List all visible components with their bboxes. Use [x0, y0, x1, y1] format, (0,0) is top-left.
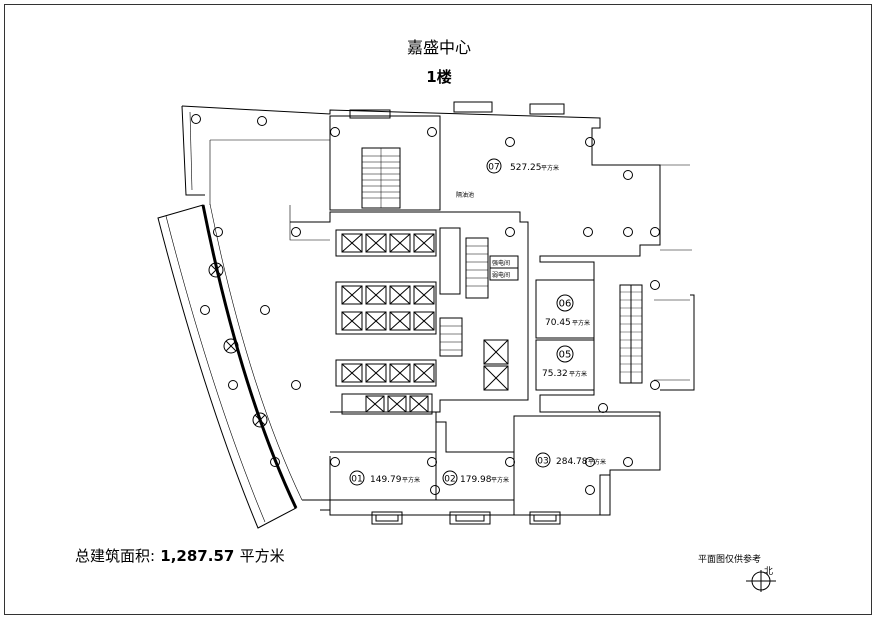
plan-disclaimer: 平面图仅供参考 — [698, 555, 762, 565]
weak-power-label: 弱电间 — [492, 271, 510, 279]
unit-07-number-circle — [486, 158, 502, 174]
structural-columns — [191, 114, 660, 495]
unit-03-unit: 平方米 — [588, 458, 606, 466]
unit-05-unit: 平方米 — [569, 370, 587, 378]
unit-03-number: 03 — [537, 457, 548, 467]
unit-06-area: 70.45 — [545, 318, 571, 328]
central-core — [290, 211, 529, 413]
elevator-bank-3 — [335, 359, 437, 387]
north-arrow-icon — [746, 570, 776, 592]
unit-02-outline — [436, 421, 515, 501]
elevator-bank-4 — [341, 393, 433, 415]
unit-02-number: 02 — [444, 475, 455, 485]
unit-02-unit: 平方米 — [491, 476, 509, 484]
floor-label: 1楼 — [426, 68, 452, 86]
west-curtain-wall — [201, 204, 298, 509]
top-facade-openings — [349, 101, 565, 119]
total-area-value: 1,287.57 — [160, 547, 235, 565]
elevator-bank-1 — [335, 229, 437, 257]
unit-05-area: 75.32 — [542, 369, 568, 379]
unit-07-area: 527.25 — [510, 163, 542, 173]
facade-column-markers — [208, 262, 268, 428]
unit-01-outline — [330, 451, 437, 501]
unit-07-unit: 平方米 — [541, 164, 559, 172]
strong-power-label: 强电间 — [492, 259, 510, 267]
unit-01-unit: 平方米 — [402, 476, 420, 484]
elevator-bank-2 — [335, 281, 437, 335]
north-label: 北 — [764, 567, 774, 577]
total-area-unit: 平方米 — [239, 547, 285, 565]
unit-02-number-circle — [442, 470, 458, 486]
unit-06-unit: 平方米 — [572, 319, 590, 327]
weak-power-room — [489, 267, 519, 281]
bottom-facade-doors — [371, 511, 561, 525]
unit-02-area: 179.98 — [460, 475, 492, 485]
building-outline — [181, 105, 661, 516]
unit-01-number: 01 — [351, 475, 362, 485]
stair-block-north — [329, 115, 441, 211]
unit-06-number-circle — [556, 294, 574, 312]
unit-01-number-circle — [349, 470, 365, 486]
unit-06-outline — [535, 279, 595, 339]
unit-03-area: 284.78 — [556, 457, 588, 467]
building-title: 嘉盛中心 — [406, 38, 471, 57]
unit-01-area: 149.79 — [370, 475, 402, 485]
unit-05-number-circle — [556, 345, 574, 363]
unit-03-outline — [513, 415, 661, 516]
unit-05-number: 05 — [559, 350, 572, 361]
west-curved-facade — [157, 204, 297, 529]
unit-07-number: 07 — [488, 163, 499, 173]
total-area-label: 总建筑面积: — [75, 547, 156, 565]
unit-06-number: 06 — [559, 299, 572, 310]
unit-05-outline — [535, 339, 595, 391]
water-room-label: 隔油池 — [456, 191, 474, 199]
unit-03-number-circle — [535, 452, 551, 468]
drawing-frame — [4, 4, 872, 615]
total-area: 总建筑面积: 1,287.57 平方米 — [75, 545, 285, 566]
